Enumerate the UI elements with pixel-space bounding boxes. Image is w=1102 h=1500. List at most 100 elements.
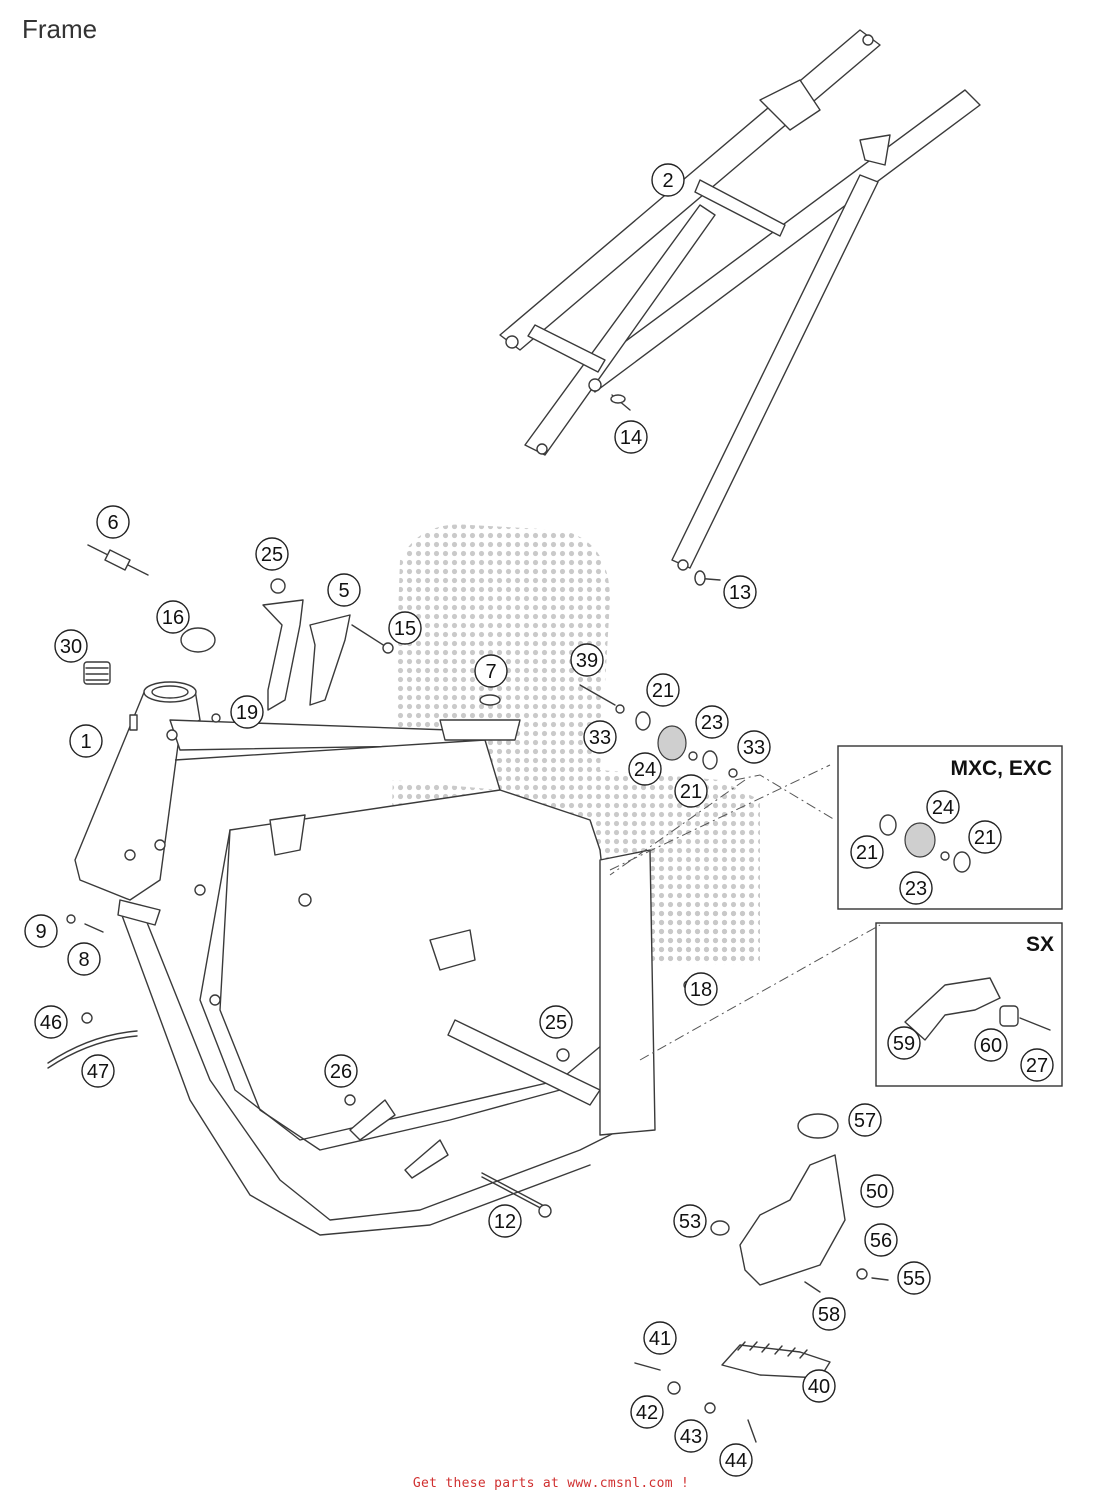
- callout-part-9: 9: [24, 914, 58, 948]
- callout-circle: [674, 774, 708, 808]
- callout-number: 1: [80, 731, 91, 753]
- callout-number: 26: [330, 1061, 352, 1083]
- callout-circle: [802, 1369, 836, 1403]
- callout-circle: [81, 1054, 115, 1088]
- callout-circle: [723, 575, 757, 609]
- callout-part-39: 39: [570, 643, 604, 677]
- callout-circle: [230, 695, 264, 729]
- callout-number: 30: [60, 636, 82, 658]
- callout-circle: [926, 790, 960, 824]
- callout-part-21-b: 21: [674, 774, 708, 808]
- callout-number: 6: [107, 512, 118, 534]
- callout-part-53: 53: [673, 1204, 707, 1238]
- callout-number: 12: [494, 1211, 516, 1233]
- inset-label-mxc-exc: MXC, EXC: [950, 757, 1052, 780]
- callout-part-7: 7: [474, 654, 508, 688]
- rear-subframe: [499, 29, 981, 571]
- callout-number: 14: [620, 427, 642, 449]
- callout-number: 7: [485, 661, 496, 683]
- callout-part-25-bottom: 25: [539, 1005, 573, 1039]
- callout-number: 27: [1026, 1055, 1048, 1077]
- inset-box-sx: SX: [875, 922, 1063, 1087]
- callout-part-6: 6: [96, 505, 130, 539]
- callout-number: 19: [236, 702, 258, 724]
- callout-part-15: 15: [388, 611, 422, 645]
- callout-part-21-d: 21: [850, 835, 884, 869]
- callout-circle: [719, 1443, 753, 1477]
- callout-part-50: 50: [860, 1174, 894, 1208]
- callout-circle: [899, 871, 933, 905]
- inset-box-mxc-exc: MXC, EXC: [837, 745, 1063, 910]
- callout-circle: [255, 537, 289, 571]
- callout-circle: [156, 600, 190, 634]
- callout-circle: [646, 673, 680, 707]
- callout-part-46: 46: [34, 1005, 68, 1039]
- callout-part-21-c: 21: [968, 820, 1002, 854]
- callout-circle: [54, 629, 88, 663]
- callout-part-40: 40: [802, 1369, 836, 1403]
- callout-number: 44: [725, 1450, 747, 1472]
- callout-circle: [897, 1261, 931, 1295]
- callout-circle: [570, 643, 604, 677]
- callout-part-42: 42: [630, 1395, 664, 1429]
- callout-number: 21: [856, 842, 878, 864]
- callout-part-2: 2: [651, 163, 685, 197]
- callout-part-23-b: 23: [899, 871, 933, 905]
- callout-part-1: 1: [69, 724, 103, 758]
- callout-part-56: 56: [864, 1223, 898, 1257]
- callout-part-55: 55: [897, 1261, 931, 1295]
- callout-circle: [614, 420, 648, 454]
- inset-label-sx: SX: [1026, 933, 1054, 956]
- callout-circle: [69, 724, 103, 758]
- callout-number: 53: [679, 1211, 701, 1233]
- callout-part-23-a: 23: [695, 705, 729, 739]
- callout-number: 56: [870, 1230, 892, 1252]
- main-frame: [74, 681, 656, 1236]
- callout-number: 58: [818, 1304, 840, 1326]
- callout-circle: [673, 1204, 707, 1238]
- callout-number: 43: [680, 1426, 702, 1448]
- callout-number: 24: [634, 759, 656, 781]
- callout-part-5: 5: [327, 573, 361, 607]
- callout-number: 18: [690, 979, 712, 1001]
- callout-circle: [583, 720, 617, 754]
- callout-part-14: 14: [614, 420, 648, 454]
- inset-leaders: [609, 764, 881, 1061]
- callout-part-33-b: 33: [737, 730, 771, 764]
- callout-number: 8: [78, 949, 89, 971]
- callout-part-59: 59: [887, 1026, 921, 1060]
- callout-circle: [695, 705, 729, 739]
- callout-number: 46: [40, 1012, 62, 1034]
- callout-circle: [643, 1321, 677, 1355]
- footer-link[interactable]: Get these parts at www.cmsnl.com !: [412, 1476, 690, 1491]
- callout-circle: [388, 611, 422, 645]
- callout-number: 47: [87, 1061, 109, 1083]
- callout-circle: [34, 1005, 68, 1039]
- callout-number: 50: [866, 1181, 888, 1203]
- callout-circle: [630, 1395, 664, 1429]
- callout-number: 15: [394, 618, 416, 640]
- callout-circle: [67, 942, 101, 976]
- callout-number: 5: [338, 580, 349, 602]
- callout-part-44: 44: [719, 1443, 753, 1477]
- callout-number: 42: [636, 1402, 658, 1424]
- callout-circle: [850, 835, 884, 869]
- callout-circle: [1020, 1048, 1054, 1082]
- callout-circle: [974, 1028, 1008, 1062]
- callout-circle: [324, 1054, 358, 1088]
- callout-circle: [488, 1204, 522, 1238]
- callout-part-27: 27: [1020, 1048, 1054, 1082]
- callout-part-25-top: 25: [255, 537, 289, 571]
- callout-part-16: 16: [156, 600, 190, 634]
- callout-number: 25: [545, 1012, 567, 1034]
- callout-circle: [864, 1223, 898, 1257]
- callout-circle: [651, 163, 685, 197]
- callout-part-24-b: 24: [926, 790, 960, 824]
- callout-number: 21: [680, 781, 702, 803]
- callout-part-57: 57: [848, 1103, 882, 1137]
- callout-circle: [887, 1026, 921, 1060]
- callout-circle: [539, 1005, 573, 1039]
